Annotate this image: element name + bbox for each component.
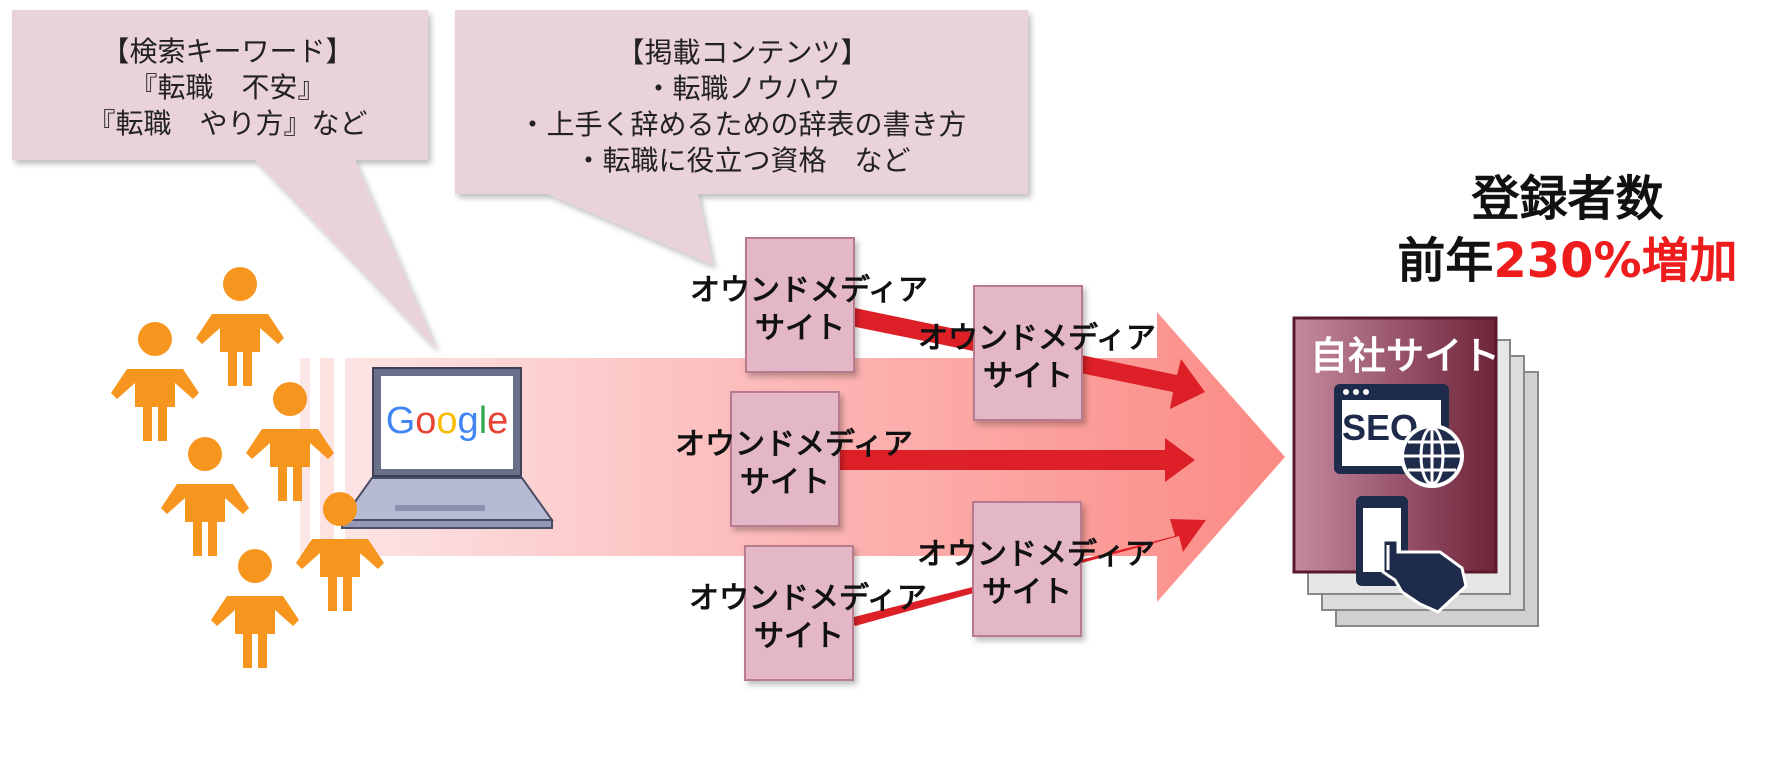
google-logo: Google xyxy=(386,400,509,442)
media-box-1-line-1: オウンドメディア xyxy=(690,273,928,308)
content-bubble xyxy=(455,10,1028,265)
content-bubble-line-3: ・上手く辞めるための辞表の書き方 xyxy=(518,108,967,141)
search-bubble-line-2: 『転職 不安』 xyxy=(129,71,326,104)
people-group xyxy=(111,267,384,668)
person-icon xyxy=(246,382,334,501)
globe-icon xyxy=(1400,424,1464,488)
content-list-text: 【掲載コンテンツ】 ・転職ノウハウ ・上手く辞めるための辞表の書き方 ・転職に役… xyxy=(470,35,1015,179)
person-icon xyxy=(296,492,384,611)
media-box-1 xyxy=(745,237,855,373)
google-letter: o xyxy=(436,400,457,442)
media-box-3 xyxy=(730,391,840,527)
media-box-5-label: オウンドメディア サイト xyxy=(689,580,927,656)
red-arrow-bottom xyxy=(850,519,1206,626)
search-bubble-line-3: 『転職 やり方』など xyxy=(87,107,368,140)
media-box-5-line-1: オウンドメディア xyxy=(689,581,927,616)
person-icon xyxy=(161,437,249,556)
headline-prefix: 前年 xyxy=(1397,233,1494,289)
content-bubble-line-2: ・転職ノウハウ xyxy=(644,72,841,105)
media-box-4-line-1: オウンドメディア xyxy=(917,537,1155,572)
google-letter: G xyxy=(386,400,416,442)
media-box-3-line-2: サイト xyxy=(740,465,830,500)
red-arrow-middle xyxy=(838,438,1195,482)
google-letter: e xyxy=(487,400,508,442)
media-box-4-label: オウンドメディア サイト xyxy=(917,536,1155,612)
google-letter: o xyxy=(415,400,436,442)
google-letter: l xyxy=(479,400,487,442)
own-site-label: 自社サイト xyxy=(1310,334,1501,378)
media-box-4-line-2: サイト xyxy=(982,575,1072,610)
media-box-2 xyxy=(973,285,1083,421)
person-icon xyxy=(196,267,284,386)
media-box-3-line-1: オウンドメディア xyxy=(675,427,913,462)
media-box-5-line-2: サイト xyxy=(754,619,844,654)
person-icon xyxy=(111,322,199,441)
media-box-5 xyxy=(744,545,854,681)
media-box-4 xyxy=(972,501,1082,637)
smartphone-hand-icon xyxy=(1356,496,1468,614)
google-logo-text: Google xyxy=(386,400,509,442)
laptop-icon: Google xyxy=(340,367,554,529)
content-bubble-line-4: ・転職に役立つ資格 など xyxy=(574,144,911,177)
search-keyword-text: 【検索キーワード】 『転職 不安』 『転職 やり方』など xyxy=(40,34,415,142)
media-box-1-label: オウンドメディア サイト xyxy=(690,272,928,348)
content-bubble-line-1: 【掲載コンテンツ】 xyxy=(616,36,869,69)
media-box-3-label: オウンドメディア サイト xyxy=(675,426,913,502)
headline-line-1: 登録者数 xyxy=(1471,171,1664,227)
person-icon xyxy=(211,549,299,668)
headline-highlight: 230%増加 xyxy=(1493,233,1738,289)
search-keyword-bubble xyxy=(12,10,437,350)
media-box-1-line-2: サイト xyxy=(755,311,845,346)
media-box-2-line-2: サイト xyxy=(983,359,1073,394)
search-bubble-line-1: 【検索キーワード】 xyxy=(101,35,354,68)
media-box-2-label: オウンドメディア サイト xyxy=(918,320,1156,396)
registrations-headline: 登録者数 前年230%増加 xyxy=(1370,168,1765,292)
media-box-2-line-1: オウンドメディア xyxy=(918,321,1156,356)
google-letter: g xyxy=(458,400,479,442)
headline-line-2: 前年230%増加 xyxy=(1370,230,1765,292)
